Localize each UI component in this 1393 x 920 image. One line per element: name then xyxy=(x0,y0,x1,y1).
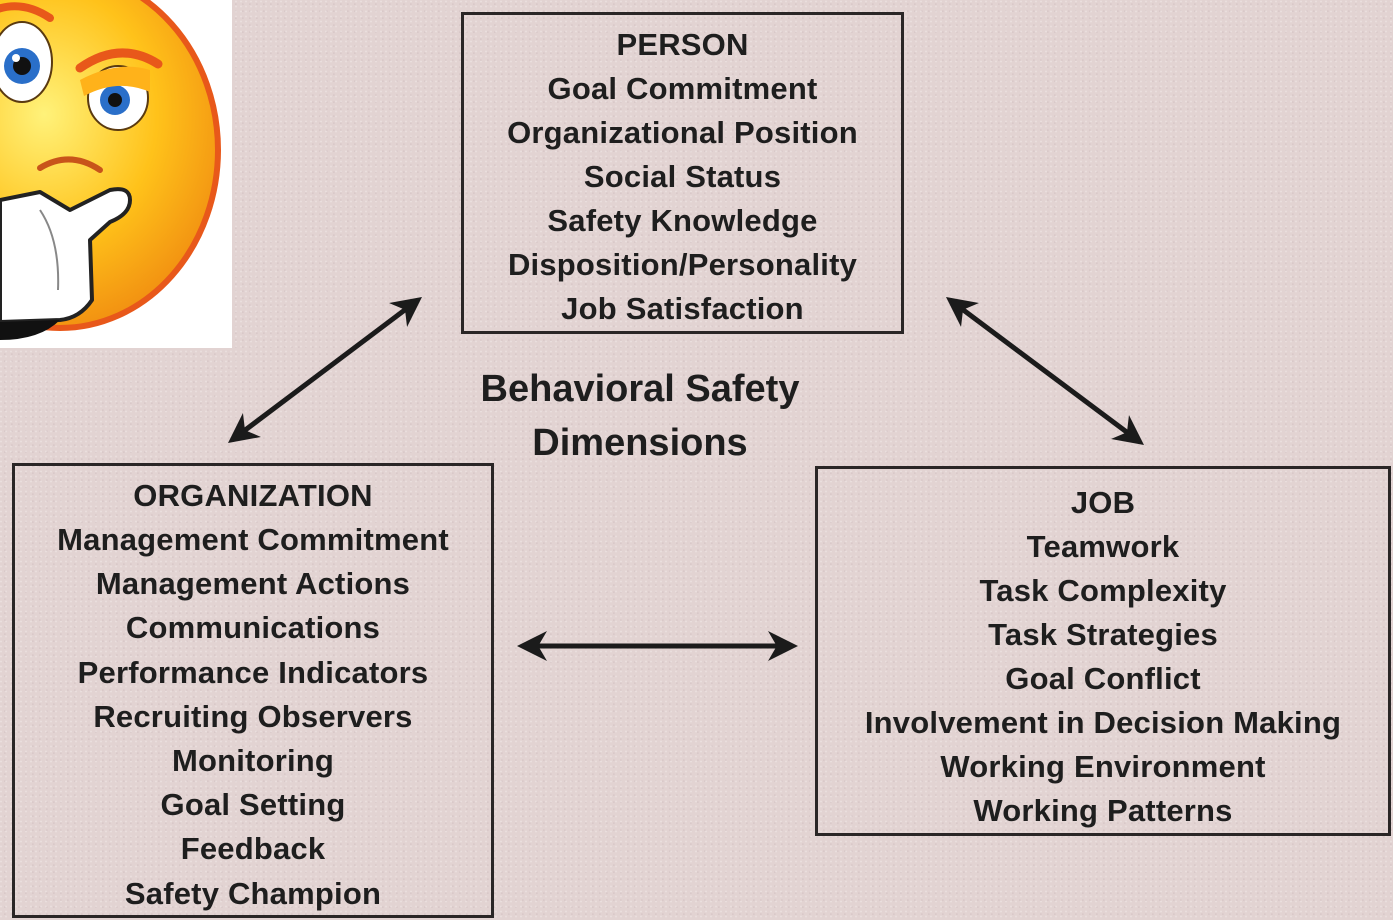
job-item: Task Strategies xyxy=(988,617,1218,652)
organization-item: Monitoring xyxy=(171,743,335,779)
job-item: Working Patterns xyxy=(973,793,1233,828)
job-item: Teamwork xyxy=(1026,529,1180,564)
organization-heading: ORGANIZATION xyxy=(133,478,373,513)
person-box: PERSON Goal Commitment Organizational Po… xyxy=(461,12,904,334)
organization-item: Performance Indicators xyxy=(77,654,429,690)
job-heading: JOB xyxy=(1070,485,1136,520)
job-item: Task Complexity xyxy=(979,573,1227,608)
organization-item: Feedback xyxy=(180,831,326,867)
person-item: Organizational Position xyxy=(507,115,858,150)
organization-item: Communications xyxy=(125,610,381,646)
person-item: Job Satisfaction xyxy=(561,291,804,326)
organization-item: Management Commitment xyxy=(57,522,449,557)
diagram-title: Behavioral Safety Dimensions xyxy=(440,362,840,470)
organization-item: Goal Setting xyxy=(160,787,346,823)
organization-item: Safety Champion xyxy=(124,875,382,911)
arrow-person-organization xyxy=(228,296,422,444)
person-item: Goal Commitment xyxy=(547,71,818,106)
person-item: Social Status xyxy=(583,159,782,194)
thinking-face-icon xyxy=(0,0,232,348)
arrow-person-job xyxy=(945,297,1145,445)
job-item: Involvement in Decision Making xyxy=(864,705,1342,740)
organization-box: ORGANIZATION Management Commitment Manag… xyxy=(12,463,494,918)
person-item: Disposition/Personality xyxy=(507,247,858,282)
job-item: Goal Conflict xyxy=(1005,661,1201,696)
job-item: Working Environment xyxy=(940,749,1266,784)
organization-item: Management Actions xyxy=(95,566,411,602)
diagram-title-line-1: Behavioral Safety xyxy=(480,368,800,410)
diagram-title-line-2: Dimensions xyxy=(532,422,748,464)
organization-item: Recruiting Observers xyxy=(93,698,413,734)
person-heading: PERSON xyxy=(616,27,749,62)
person-item: Safety Knowledge xyxy=(547,203,818,238)
job-box: JOB Teamwork Task Complexity Task Strate… xyxy=(815,466,1391,836)
